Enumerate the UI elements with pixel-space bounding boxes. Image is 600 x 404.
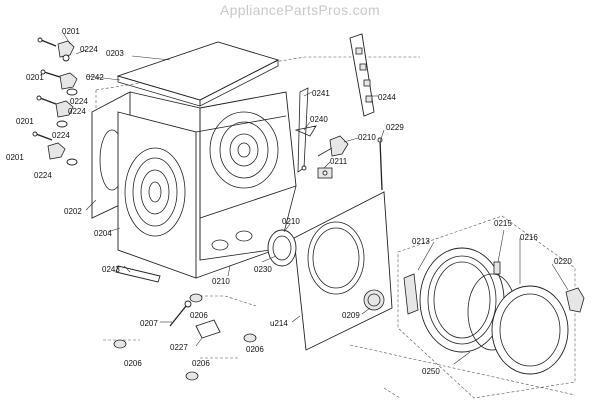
foot-icon: [62, 54, 70, 62]
label-0206: 0206: [246, 345, 264, 354]
part-0227-plate: [195, 319, 221, 339]
label-0240: 0240: [310, 115, 328, 124]
screw-icon: [40, 69, 61, 78]
screw-icon: [37, 37, 57, 47]
part-0215-handle: [493, 261, 501, 275]
foot-icon: [66, 158, 78, 166]
label-0201: 0201: [62, 27, 80, 36]
label-0244: 0244: [378, 93, 396, 102]
part-u214-front-panel: [293, 191, 393, 351]
label-0224: 0224: [34, 171, 52, 180]
leader-lines: [63, 33, 569, 365]
screw-icon: [32, 131, 53, 141]
foot-icon: [66, 88, 78, 96]
label-0215: 0215: [494, 219, 512, 228]
label-0207: 0207: [140, 319, 158, 328]
label-0210: 0210: [212, 277, 230, 286]
part-0230-seal: [267, 229, 297, 267]
label-0224: 0224: [68, 107, 86, 116]
part-0220-handle: [565, 287, 585, 313]
label-0243: 0243: [102, 265, 120, 274]
part-0244-bracket: [349, 33, 375, 117]
part-0229-cable: [377, 137, 383, 191]
part-0209-knob: [363, 289, 385, 311]
label-0242: 0242: [86, 73, 104, 82]
door-assembly-box: [397, 215, 585, 399]
label-0210: 0210: [358, 133, 376, 142]
screw-icon: [36, 95, 57, 105]
part-0204-side-panel: [117, 111, 197, 279]
label-0210: 0210: [282, 217, 300, 226]
part-0243-strip: [115, 265, 161, 283]
cabinet-housing: [91, 91, 297, 279]
bracket-icon: [59, 72, 78, 90]
label-0206: 0206: [124, 359, 142, 368]
label-0241: 0241: [312, 89, 330, 98]
part-0241-rail: [294, 87, 317, 173]
part-labels: 0201 0224 0203 0201 0242 0224 0241 0244 …: [6, 27, 572, 376]
label-0229: 0229: [386, 123, 404, 132]
foot-icon: [56, 120, 68, 128]
label-0250: 0250: [422, 367, 440, 376]
label-0211: 0211: [330, 157, 348, 166]
part-0207-wrench-icon: [169, 300, 192, 327]
bracket-icon: [47, 142, 66, 160]
watermark: AppliancePartsPros.com: [220, 2, 380, 18]
part-0210-lock: [317, 135, 349, 157]
label-0203: 0203: [106, 49, 124, 58]
label-0224: 0224: [80, 45, 98, 54]
label-0201: 0201: [16, 117, 34, 126]
bracket-icon: [55, 100, 74, 118]
label-0202: 0202: [64, 207, 82, 216]
part-0213-hinge: [403, 273, 419, 315]
part-0206-foot: [113, 293, 257, 381]
label-0224: 0224: [52, 131, 70, 140]
label-0230: 0230: [254, 265, 272, 274]
part-0211-switch: [317, 167, 333, 179]
label-0224: 0224: [70, 97, 88, 106]
bracket-icon: [57, 40, 75, 58]
label-0213: 0213: [412, 237, 430, 246]
label-0201: 0201: [6, 153, 24, 162]
label-0204: 0204: [94, 229, 112, 238]
part-0201-0224-feet-group: [32, 37, 78, 166]
label-0206: 0206: [190, 311, 208, 320]
part-0203-top-cover: [116, 41, 280, 107]
label-0227: 0227: [170, 343, 188, 352]
label-0201: 0201: [26, 73, 44, 82]
label-0220: 0220: [554, 257, 572, 266]
label-0206: 0206: [192, 359, 210, 368]
label-u214: u214: [270, 319, 288, 328]
label-0209: 0209: [342, 311, 360, 320]
label-0216: 0216: [520, 233, 538, 242]
